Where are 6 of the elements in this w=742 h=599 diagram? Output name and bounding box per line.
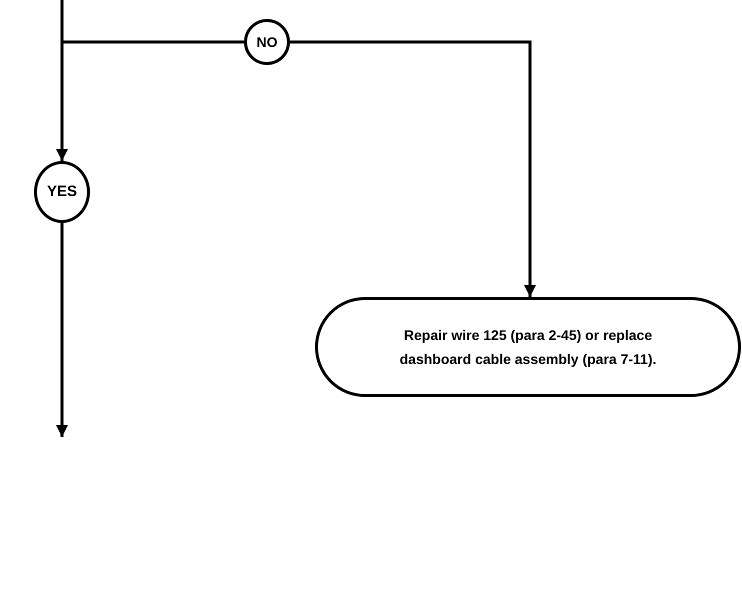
node-text: NO (256, 32, 278, 52)
node-text: YES (46, 182, 77, 202)
node-text: Repair wire 125 (para 2-45) or replace dashboard cable assembly (para 7-11). (398, 326, 658, 369)
arrow (56, 223, 68, 437)
decision-circle (244, 19, 290, 65)
arrow (290, 40, 536, 297)
